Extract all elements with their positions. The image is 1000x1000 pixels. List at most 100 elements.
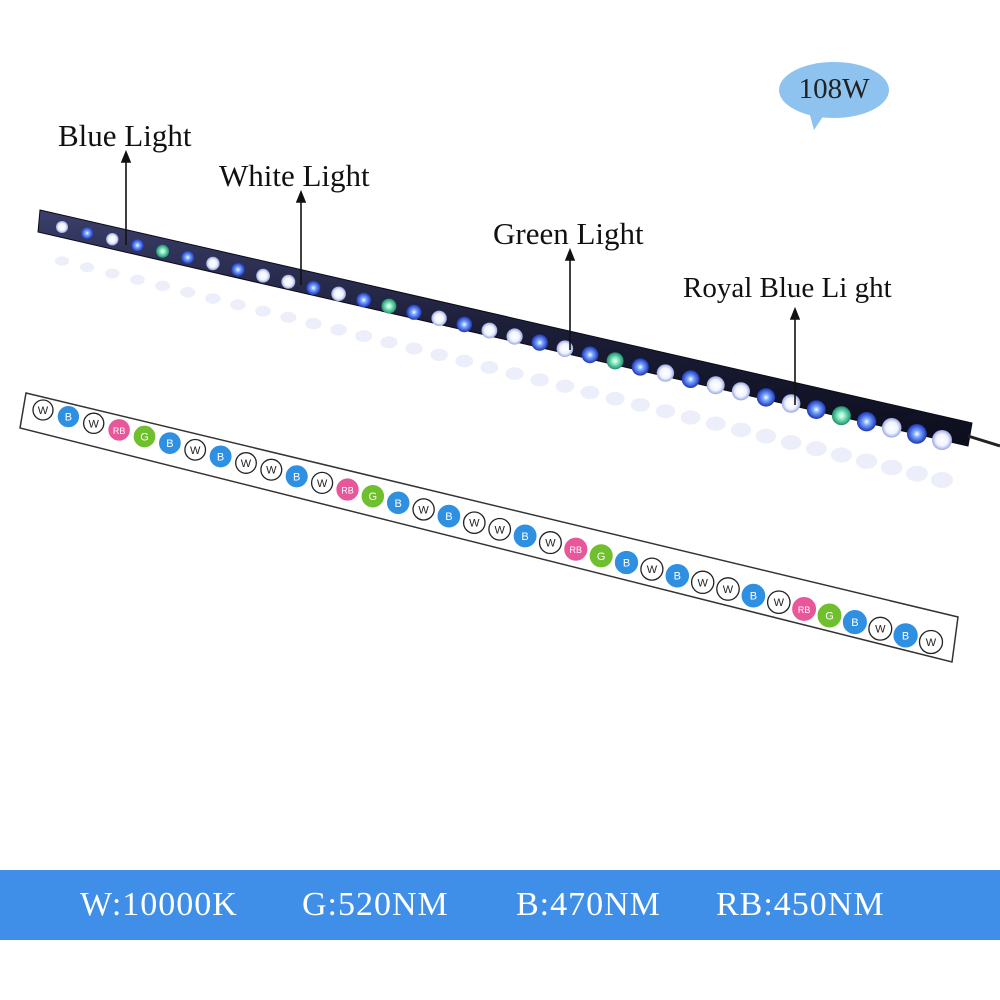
diagram-led-code: W: [317, 478, 328, 490]
fixture-led: [281, 274, 296, 289]
diagram-led-marker: W: [260, 458, 283, 481]
fixture-led: [206, 256, 220, 271]
diagram-led-marker: G: [589, 544, 613, 568]
fixture-led-reflection: [405, 342, 423, 355]
fixture-led-reflection: [380, 336, 398, 349]
diagram-led-code: W: [875, 624, 886, 636]
diagram-led-dot: [336, 478, 359, 501]
diagram-led-dot: [716, 577, 740, 601]
diagram-led-dot: [842, 610, 867, 635]
diagram-led-dot: [513, 524, 537, 548]
fixture-led: [106, 233, 119, 246]
diagram-led-marker: W: [766, 590, 791, 615]
diagram-led-code: RB: [341, 486, 354, 496]
fixture-led: [431, 310, 447, 326]
diagram-led-marker: W: [538, 531, 562, 555]
diagram-led-marker: W: [310, 471, 334, 495]
fixture-led-reflection: [830, 447, 852, 463]
diagram-led-dot: [589, 544, 613, 568]
fixture-led: [831, 406, 851, 426]
fixture-led-reflection: [555, 379, 575, 393]
fixture-led: [681, 370, 700, 388]
fixture-led: [581, 346, 599, 364]
diagram-led-code: B: [521, 531, 528, 543]
diagram-led-dot: [386, 491, 410, 515]
diagram-led-marker: B: [57, 405, 80, 428]
diagram-led-code: W: [495, 524, 506, 536]
diagram-led-dot: [817, 603, 842, 628]
diagram-led-dot: [32, 399, 54, 421]
diagram-led-marker: W: [184, 438, 207, 461]
fixture-led-reflection: [430, 348, 448, 362]
fixture-led: [656, 364, 675, 382]
diagram-led-dot: [133, 425, 156, 448]
diagram-led-marker: B: [159, 432, 181, 454]
fixture-led-reflection: [605, 391, 625, 406]
fixture-led-reflection: [80, 262, 95, 273]
fixture-led-reflection: [280, 311, 297, 323]
diagram-led-code: W: [545, 538, 556, 550]
diagram-led-code: B: [293, 471, 300, 483]
diagram-led-code: B: [445, 511, 452, 523]
fixture-led: [881, 418, 902, 438]
diagram-led-dot: [437, 504, 461, 528]
diagram-led-marker: B: [386, 491, 410, 515]
diagram-led-dot: [564, 537, 588, 561]
diagram-led-dot: [792, 596, 817, 621]
diagram-led-marker: B: [614, 550, 639, 575]
spec-green: G:520NM: [302, 886, 449, 923]
diagram-led-dot: [665, 563, 690, 588]
diagram-led-code: B: [217, 451, 224, 463]
wattage-text: 108W: [798, 73, 870, 105]
fixture-led-reflection: [730, 422, 752, 438]
diagram-led-marker: RB: [108, 419, 130, 441]
diagram-led-dot: [766, 590, 791, 615]
diagram-led-code: W: [89, 418, 100, 430]
diagram-led-code: B: [750, 591, 757, 603]
fixture-led: [481, 322, 498, 339]
diagram-led-marker: RB: [792, 596, 817, 621]
diagram-led-code: B: [902, 630, 909, 642]
diagram-led-code: W: [38, 405, 49, 417]
fixture-led-reflection: [505, 367, 524, 380]
diagram-led-dot: [260, 458, 283, 481]
spec-blue: B:470NM: [516, 886, 661, 923]
diagram-led-code: B: [623, 558, 630, 570]
diagram-led-dot: [488, 517, 512, 541]
diagram-led-dot: [184, 438, 207, 461]
diagram-led-marker: W: [918, 629, 944, 655]
fixture-led-reflection: [655, 404, 676, 419]
fixture-led-reflection: [305, 317, 322, 330]
diagram-led-dot: [310, 471, 334, 495]
fixture-led-reflection: [105, 268, 120, 279]
diagram-led-marker: W: [235, 452, 257, 474]
diagram-led-dot: [868, 616, 893, 641]
fixture-led-reflection: [355, 330, 373, 342]
arrow-blue-light: [120, 149, 132, 245]
fixture-led: [556, 340, 574, 358]
diagram-led-marker: W: [488, 517, 512, 541]
diagram-led-marker: RB: [564, 537, 588, 561]
fixture-cable: [967, 434, 1000, 448]
fixture-led-reflection: [855, 453, 878, 469]
fixture-led-reflection: [931, 472, 953, 488]
fixture-led-reflection: [580, 385, 600, 400]
diagram-led-marker: W: [868, 616, 893, 641]
fixture-led: [456, 316, 473, 333]
arrow-green-light: [564, 247, 576, 350]
diagram-led-code: W: [241, 458, 252, 470]
diagram-led-dot: [57, 405, 80, 428]
diagram-led-code: W: [723, 584, 734, 596]
diagram-led-code: B: [166, 438, 173, 450]
diagram-led-marker: W: [32, 399, 54, 421]
fixture-led: [331, 286, 346, 302]
diagram-led-marker: W: [462, 511, 486, 535]
spec-royal-blue: RB:450NM: [716, 886, 885, 923]
fixture-led: [381, 298, 397, 314]
fixture-led: [781, 394, 801, 413]
diagram-led-code: W: [774, 597, 785, 609]
diagram-led-dot: [640, 557, 664, 581]
diagram-led-marker: B: [665, 563, 690, 588]
diagram-led-marker: B: [741, 583, 766, 608]
